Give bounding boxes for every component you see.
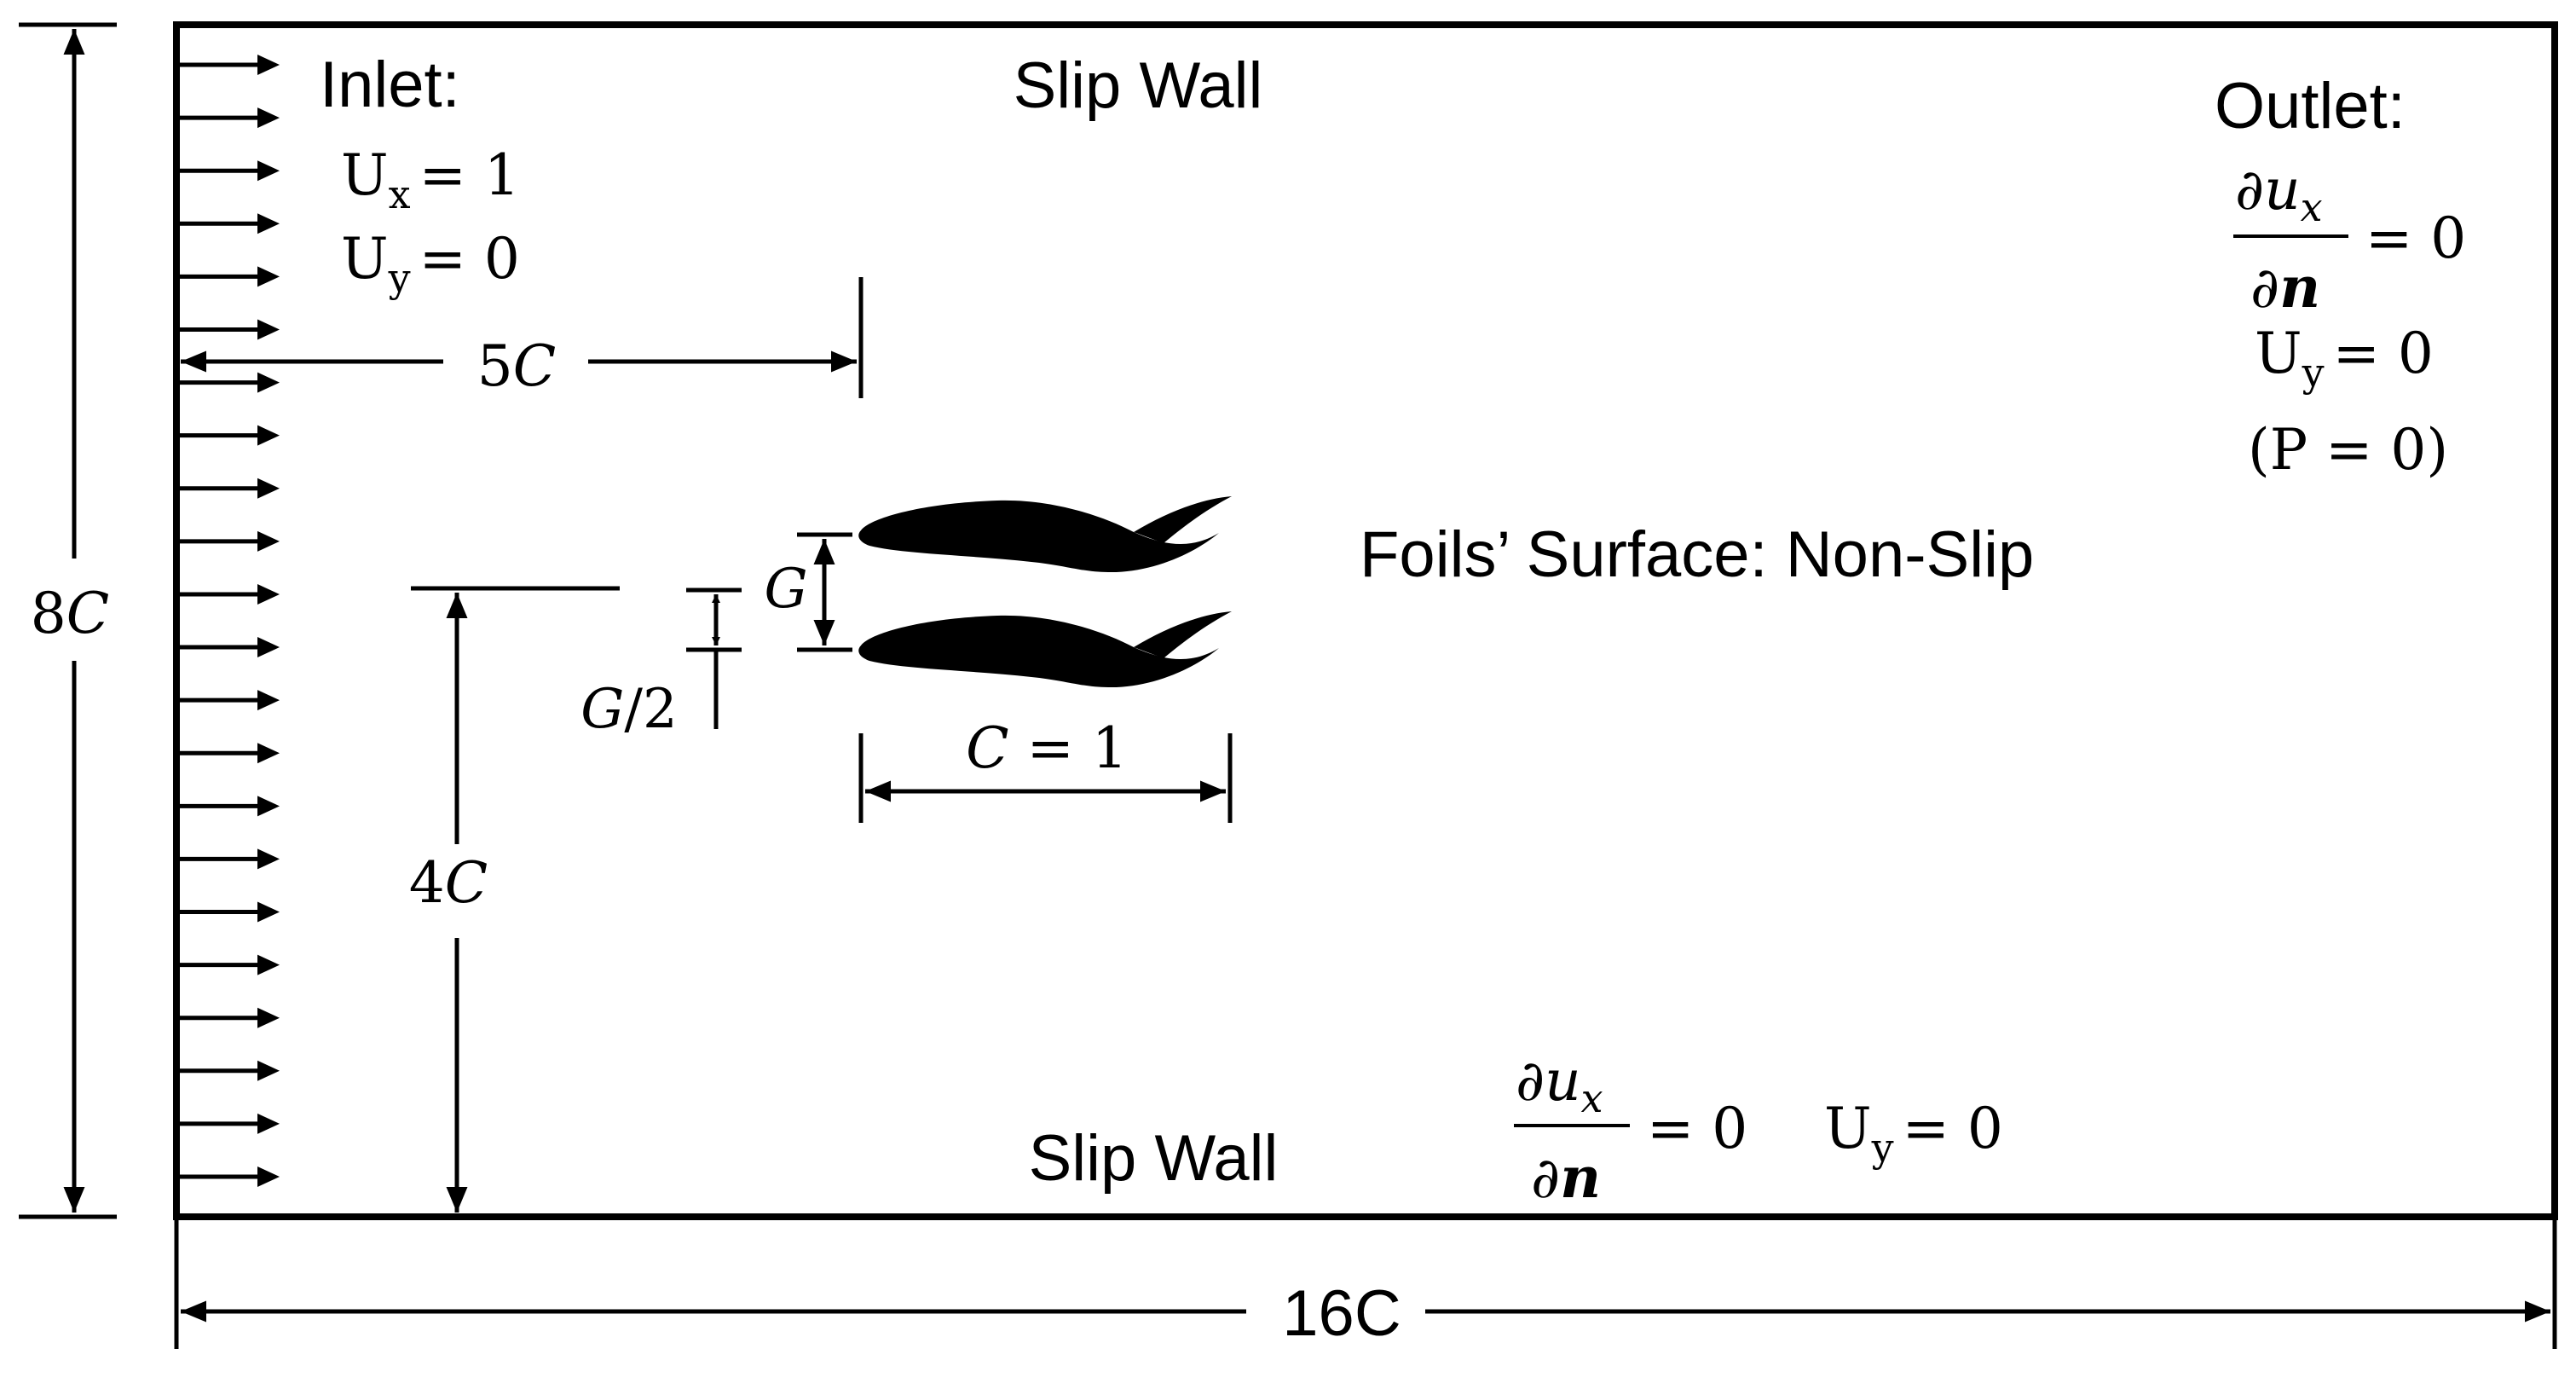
inlet-arrow-head xyxy=(257,478,280,499)
height-dimension: 8C xyxy=(19,22,117,1219)
inlet-arrow-head xyxy=(257,583,280,605)
chord-label: C = 1 xyxy=(966,715,1128,781)
inlet-arrow-head xyxy=(257,319,280,340)
outlet-title: Outlet: xyxy=(2215,70,2406,142)
half-gap-dimension: G/2 xyxy=(580,588,742,741)
foil-height-dimension: 4C xyxy=(409,586,620,1213)
inlet-arrow-head xyxy=(257,901,280,923)
inlet-arrow-head xyxy=(257,425,280,446)
foil-height-label: 4C xyxy=(409,850,488,916)
outlet-dux-rhs: = 0 xyxy=(2365,205,2466,271)
chord-dimension: C = 1 xyxy=(858,715,1233,823)
inlet-arrow-head xyxy=(257,954,280,975)
gap-dimension: G xyxy=(764,532,852,652)
foils-surface-label: Foils’ Surface: Non-Slip xyxy=(1360,518,2034,591)
bottom-wall-condition: ∂ux ∂n = 0 Uy= 0 xyxy=(1514,1048,2003,1211)
inlet-velocity-arrows xyxy=(180,55,280,1187)
outlet-dux-numerator: ∂ux xyxy=(2235,157,2323,230)
inlet-title: Inlet: xyxy=(320,49,460,121)
inlet-arrow-head xyxy=(257,848,280,870)
slip-wall-bottom-label: Slip Wall xyxy=(1029,1122,1279,1195)
inlet-to-foil-dimension: 5C xyxy=(181,277,863,399)
outlet-dux-denominator: ∂n xyxy=(2250,254,2320,321)
half-gap-label: G/2 xyxy=(580,678,677,741)
inlet-arrow-head xyxy=(257,530,280,552)
bottom-dux-denominator: ∂n xyxy=(1531,1144,1601,1211)
inlet-arrow-head xyxy=(257,796,280,817)
inlet-arrow-head xyxy=(257,1166,280,1187)
width-dimension: 16C xyxy=(174,1220,2557,1350)
outlet-condition: Outlet: ∂ux ∂n = 0 Uy= 0 (P = 0) xyxy=(2215,70,2466,483)
inlet-arrow-head xyxy=(257,55,280,75)
inlet-arrow-head xyxy=(257,372,280,393)
upper-foil xyxy=(858,500,1219,573)
lower-foil-tail xyxy=(1134,611,1232,658)
foils xyxy=(858,496,1232,688)
gap-label: G xyxy=(764,558,807,621)
inlet-arrow-head xyxy=(257,637,280,658)
outlet-pressure: (P = 0) xyxy=(2248,417,2448,483)
inlet-arrow-head xyxy=(257,1060,280,1081)
inlet-arrow-head xyxy=(257,1113,280,1134)
domain-boundary xyxy=(173,21,2558,1220)
bottom-dux-rhs: = 0 xyxy=(1647,1096,1747,1161)
inlet-to-foil-label: 5C xyxy=(477,333,557,399)
width-label: 16C xyxy=(1282,1277,1401,1350)
inlet-condition: Inlet: Ux= 1 Uy= 0 xyxy=(320,49,520,301)
inlet-arrow-head xyxy=(257,690,280,711)
inlet-arrow-head xyxy=(257,213,280,234)
inlet-arrow-head xyxy=(257,266,280,287)
bottom-dux-numerator: ∂ux xyxy=(1516,1048,1603,1121)
inlet-arrow-head xyxy=(257,1007,280,1028)
bottom-uy-equation: Uy= 0 xyxy=(1824,1096,2003,1171)
inlet-arrow-head xyxy=(257,743,280,764)
lower-foil xyxy=(858,615,1219,688)
inlet-ux-equation: Ux= 1 xyxy=(341,142,520,217)
inlet-arrow-head xyxy=(257,107,280,129)
height-label: 8C xyxy=(31,581,110,646)
inlet-arrow-head xyxy=(257,160,280,182)
upper-foil-tail xyxy=(1134,496,1232,543)
inlet-uy-equation: Uy= 0 xyxy=(341,226,520,301)
slip-wall-top-label: Slip Wall xyxy=(1014,49,1263,122)
outlet-uy-equation: Uy= 0 xyxy=(2255,321,2434,396)
